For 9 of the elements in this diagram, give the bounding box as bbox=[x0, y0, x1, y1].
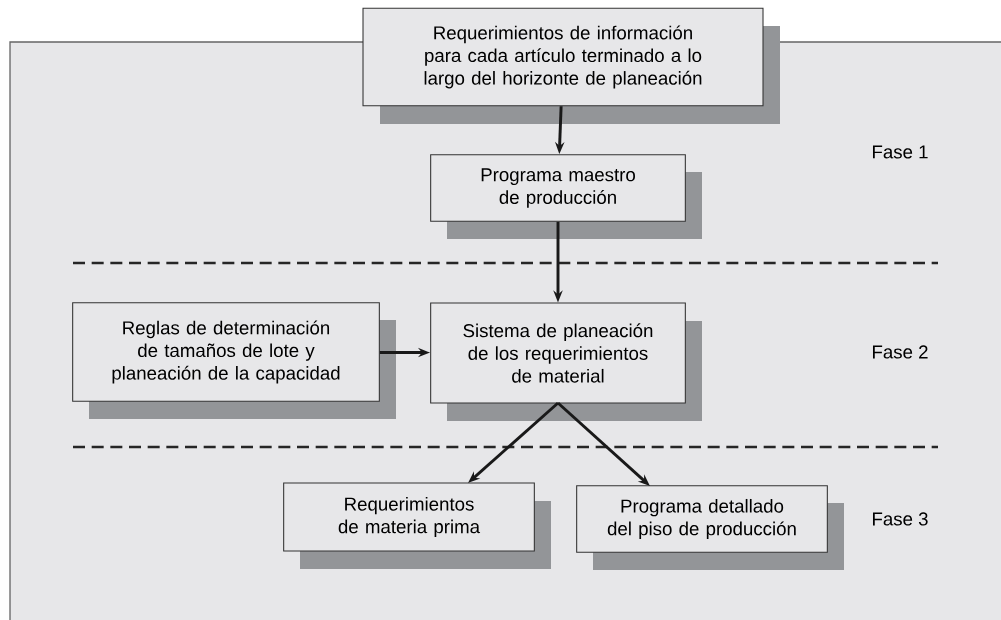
process-box: Requerimientos de materia prima bbox=[283, 482, 551, 569]
process-box: Programa maestro de producción bbox=[430, 154, 702, 239]
process-box: Programa detallado del piso de producción bbox=[576, 485, 844, 570]
process-box: Sistema de planeación de los requerimientos de material bbox=[430, 302, 702, 421]
process-box: Reglas de determinación de tamaños de lote y planeación de la capacidad bbox=[72, 302, 396, 419]
phase-label: Fase 3 bbox=[873, 512, 928, 526]
phase-label: Fase 1 bbox=[873, 145, 928, 159]
phase-label: Fase 2 bbox=[873, 345, 928, 359]
process-box: Requerimientos de información para cada artículo terminado a lo largo del horizonte de planeación bbox=[362, 7, 780, 124]
